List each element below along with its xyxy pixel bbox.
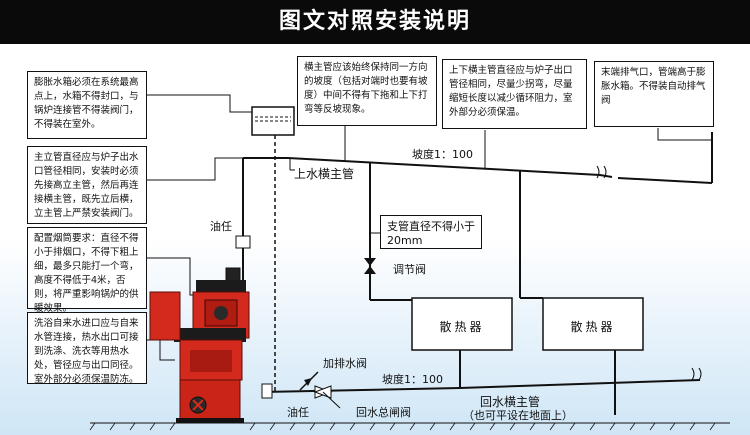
upper-main-pipe (287, 157, 613, 178)
radiator-1-label: 散热器 (439, 320, 485, 334)
boiler (174, 280, 250, 423)
note-end-vent: 末端排气口，管端高于膨胀水箱。不得装自动排气阀 (594, 61, 714, 127)
radiator-2-label: 散热器 (570, 320, 616, 334)
union-fitting-top (235, 235, 251, 249)
slope-label-top: 坡度1：100 (412, 148, 473, 161)
note-chimney: 配置烟筒要求：直径不得小于排烟口，不得下粗上细，最多只能打一个弯，高度不得低于4… (27, 227, 147, 314)
return-main-note: （也可平设在地面上） (463, 409, 573, 422)
water-heater (149, 291, 181, 341)
note-upper-lower-main: 上下横主管直径应与炉子出口管径相同，尽量少拐弯，尽量缩短长度以减少循环阻力，室外… (442, 59, 587, 129)
ground-line (89, 422, 730, 431)
return-main-label: 回水横主管 (480, 395, 541, 409)
upper-main-label: 上水横主管 (294, 167, 355, 181)
union-label-top: 油任 (210, 220, 232, 233)
note-bath-water: 洗浴自来水进口应与自来水管连接，热水出口可接到洗涤、洗衣等用热水处，管径应与出口… (27, 312, 147, 385)
note-expansion-tank: 膨胀水箱必须在系统最高点上，水箱不得封口，与锅炉连接管不得装阀门，不得装在室外。 (27, 71, 147, 139)
return-valve-label: 回水总闸阀 (356, 406, 411, 419)
union-label-bottom: 油任 (287, 406, 309, 419)
regulating-valve (364, 258, 376, 266)
page-title: 图文对照安装说明 (0, 0, 750, 44)
note-main-riser: 主立管直径应与炉子出水口管径相同，安装时必须先接高立主管，然后再连接横主管，既先… (27, 146, 147, 224)
slope-label-bottom: 坡度1：100 (382, 373, 443, 386)
valve-label: 调节阀 (393, 263, 426, 276)
radiator-1 (411, 297, 513, 351)
branch-pipe-note: 支管直径不得小于20mm (380, 215, 482, 249)
expansion-tank (251, 106, 295, 136)
radiator-2 (542, 297, 644, 351)
note-horizontal-main: 横主管应该始终保持同一方向的坡度（包括对端时也要有坡度）中间不得有下拖和上下打弯… (297, 56, 437, 126)
drain-valve-label: 加排水阀 (323, 357, 367, 370)
union-fitting-bottom (261, 383, 273, 399)
